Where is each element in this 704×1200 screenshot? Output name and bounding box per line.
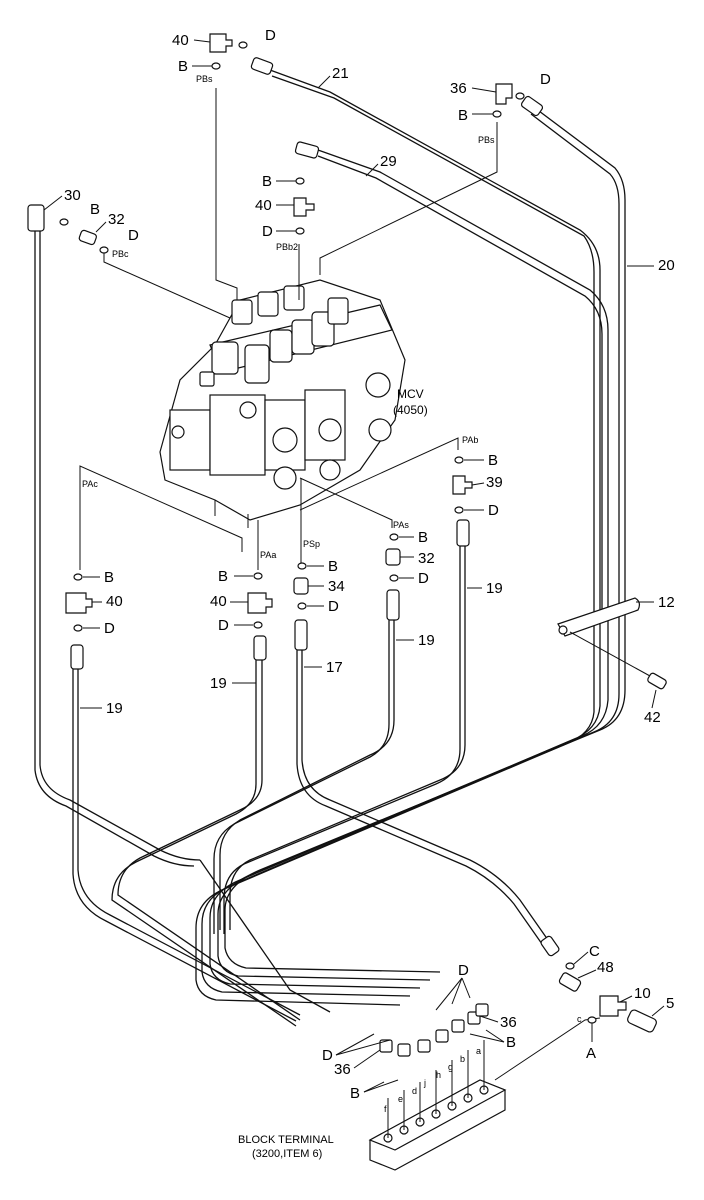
- port-pac: PAc: [82, 479, 98, 489]
- callout-5: 5: [666, 995, 674, 1012]
- callout-36-top: 36: [450, 80, 467, 97]
- callout-36-bot1: 36: [500, 1014, 517, 1031]
- callout-10: 10: [634, 985, 651, 1002]
- main-control-valve: [159, 279, 406, 528]
- callout-d-mid: D: [262, 223, 273, 240]
- callout-21: 21: [332, 65, 349, 82]
- callout-b-pas: B: [418, 529, 428, 546]
- terminal-port-d: d: [412, 1086, 417, 1096]
- callout-d-psp: D: [328, 598, 339, 615]
- block-terminal: [368, 1040, 507, 1171]
- callout-32-left: 32: [108, 211, 125, 228]
- callout-40-top: 40: [172, 32, 189, 49]
- callouts: 40 D B 21 36 D B 29 B 40 D 30 B 32 D 20 …: [43, 27, 675, 1102]
- terminal-port-e: e: [398, 1094, 403, 1104]
- callout-40-pac: 40: [106, 593, 123, 610]
- port-paa: PAa: [260, 550, 276, 560]
- terminal-port-j: j: [423, 1078, 426, 1088]
- port-psp: PSp: [303, 539, 320, 549]
- block-terminal-label: BLOCK TERMINAL: [238, 1134, 334, 1146]
- callout-c: C: [589, 943, 600, 960]
- hoses: [34, 69, 626, 1027]
- callout-42: 42: [644, 709, 661, 726]
- port-pbb2: PBb2: [276, 242, 298, 252]
- mcv-code: (4050): [393, 403, 428, 417]
- callout-48: 48: [597, 959, 614, 976]
- terminal-port-letters: f e d j h g b a c: [384, 1014, 582, 1114]
- callout-d-paa: D: [218, 617, 229, 634]
- callout-40-paa: 40: [210, 593, 227, 610]
- callout-12: 12: [658, 594, 675, 611]
- callout-b-top2: B: [458, 107, 468, 124]
- callout-30: 30: [64, 187, 81, 204]
- port-pas: PAs: [393, 520, 409, 530]
- mcv-label: MCV: [397, 387, 424, 401]
- block-terminal-ref: (3200,ITEM 6): [252, 1148, 322, 1160]
- callout-b-paa: B: [218, 568, 228, 585]
- terminal-port-c: c: [577, 1014, 582, 1024]
- port-pbc: PBc: [112, 249, 129, 259]
- callout-a: A: [586, 1045, 596, 1062]
- callout-d-pac: D: [104, 620, 115, 637]
- callout-b-psp: B: [328, 558, 338, 575]
- callout-b-pab: B: [488, 452, 498, 469]
- callout-d-top2: D: [540, 71, 551, 88]
- port-pbs-b: PBs: [478, 135, 495, 145]
- port-pbs-a: PBs: [196, 74, 213, 84]
- hose-fittings: [27, 57, 560, 957]
- terminal-port-f: f: [384, 1104, 387, 1114]
- callout-d-top1: D: [265, 27, 276, 44]
- terminal-port-a: a: [476, 1046, 481, 1056]
- terminal-port-g: g: [448, 1062, 453, 1072]
- callout-20: 20: [658, 257, 675, 274]
- callout-39: 39: [486, 474, 503, 491]
- callout-b-top1: B: [178, 58, 188, 75]
- callout-b-left: B: [90, 201, 100, 218]
- callout-40-mid: 40: [255, 197, 272, 214]
- callout-19-left: 19: [106, 700, 123, 717]
- callout-b-bot2: B: [350, 1085, 360, 1102]
- callout-d-left: D: [128, 227, 139, 244]
- callout-d-bot1: D: [458, 962, 469, 979]
- callout-19-right: 19: [486, 580, 503, 597]
- callout-32-pas: 32: [418, 550, 435, 567]
- port-pab: PAb: [462, 435, 478, 445]
- callout-19-paa: 19: [210, 675, 227, 692]
- callout-29: 29: [380, 153, 397, 170]
- callout-17: 17: [326, 659, 343, 676]
- callout-b-bot1: B: [506, 1034, 516, 1051]
- tube-clamp: [557, 597, 641, 637]
- terminal-port-b: b: [460, 1054, 465, 1064]
- callout-d-pab: D: [488, 502, 499, 519]
- callout-b-pac: B: [104, 569, 114, 586]
- terminal-port-h: h: [436, 1070, 441, 1080]
- callout-19-mid: 19: [418, 632, 435, 649]
- port-labels: PBs PBs PBc PBb2 PAb PAc PAs PAa PSp: [82, 74, 495, 560]
- callout-36-bot2: 36: [334, 1061, 351, 1078]
- callout-d-bot2: D: [322, 1047, 333, 1064]
- fittings: [59, 33, 657, 1057]
- bolt-42: [569, 631, 667, 690]
- callout-b-mid: B: [262, 173, 272, 190]
- callout-34: 34: [328, 578, 345, 595]
- callout-d-pas: D: [418, 570, 429, 587]
